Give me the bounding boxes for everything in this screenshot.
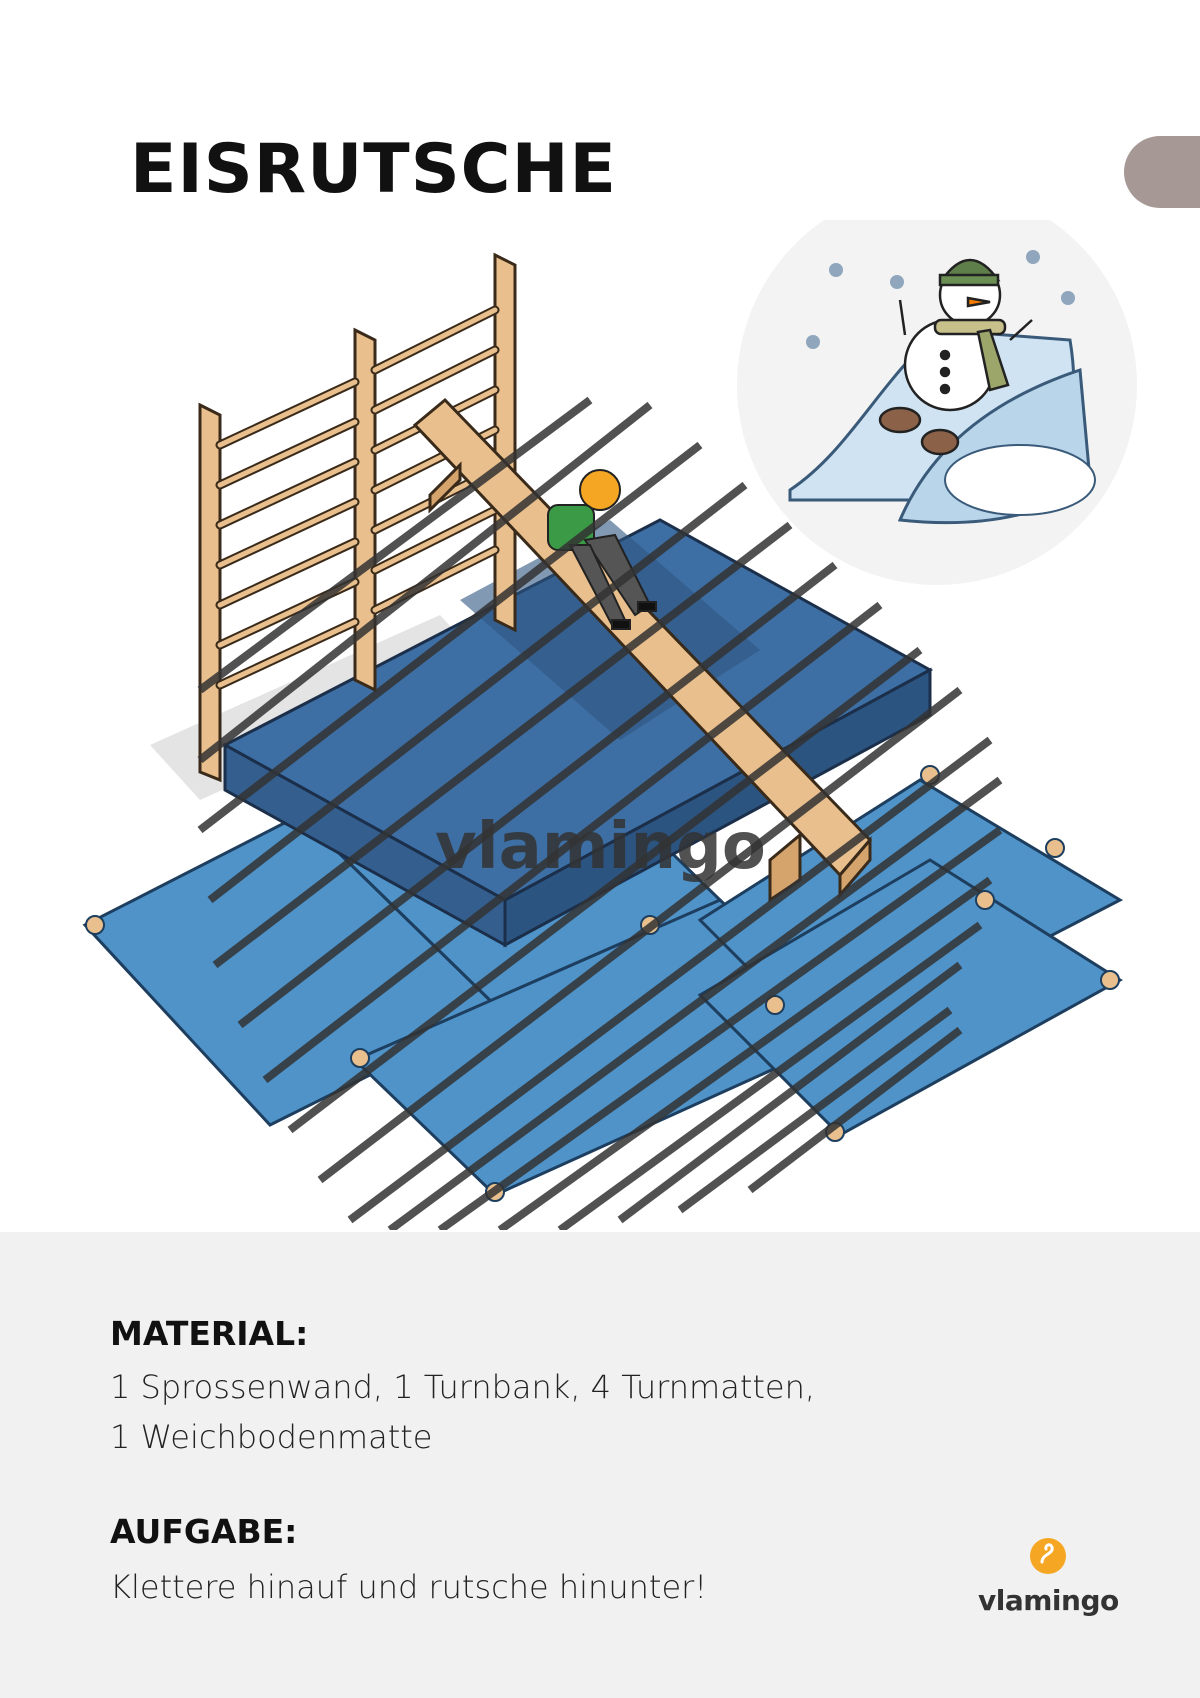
snowman-inset (737, 220, 1137, 585)
exercise-illustration: vlamingo (82, 220, 1137, 1230)
brand-logo: vlamingo (978, 1536, 1119, 1626)
hatching-overlay (197, 396, 1003, 1230)
task-text: Klettere hinauf und rutsche hinunter! (110, 1568, 708, 1606)
task-label: AUFGABE: (110, 1512, 298, 1551)
brand-name: vlamingo (978, 1584, 1119, 1617)
watermark-text: vlamingo (435, 810, 766, 884)
material-text: 1 Sprossenwand, 1 Turnbank, 4 Turnmatten… (110, 1368, 816, 1456)
vlamingo-flamingo-icon (1030, 1538, 1066, 1574)
snowflake-icon (806, 250, 1075, 349)
info-panel: MATERIAL: 1 Sprossenwand, 1 Turnbank, 4 … (0, 1232, 1200, 1698)
card-title: EISRUTSCHE (130, 130, 617, 209)
snowman-icon (878, 258, 1033, 456)
sprossenwand (198, 252, 517, 783)
child-figure (547, 469, 657, 630)
side-tab[interactable] (1124, 136, 1200, 208)
material-label: MATERIAL: (110, 1314, 309, 1353)
